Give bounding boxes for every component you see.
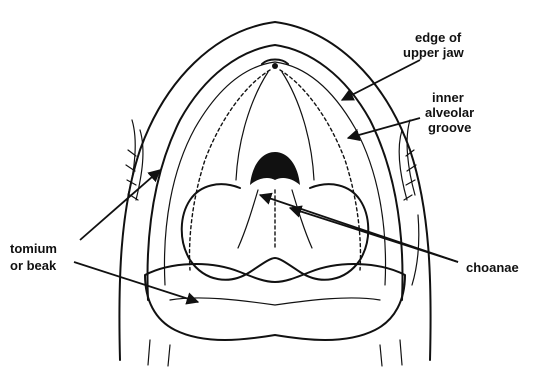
central-ridge-right [292, 190, 312, 248]
arrow-inner-alveolar-groove [348, 118, 420, 138]
lower-jaw-inner [170, 298, 380, 305]
label-inner-alveolar-groove: inner alveolar groove [425, 90, 478, 135]
premaxillary-dot [272, 63, 278, 69]
arrow-tomium-or-beak-lower [74, 262, 198, 302]
throat-lines [148, 340, 402, 366]
label-choanae: choanae [466, 260, 519, 275]
label-edge-of-upper-jaw: edge of upper jaw [403, 30, 465, 60]
choanae-opening [250, 152, 300, 185]
central-ridge-left [238, 190, 258, 248]
arrow-tomium-or-beak-upper [80, 170, 160, 240]
arrow-choanae-right [290, 208, 458, 262]
palate-illustration [119, 22, 430, 366]
lower-jaw-beak [145, 264, 405, 340]
label-tomium-or-beak: tomium or beak [10, 241, 61, 273]
